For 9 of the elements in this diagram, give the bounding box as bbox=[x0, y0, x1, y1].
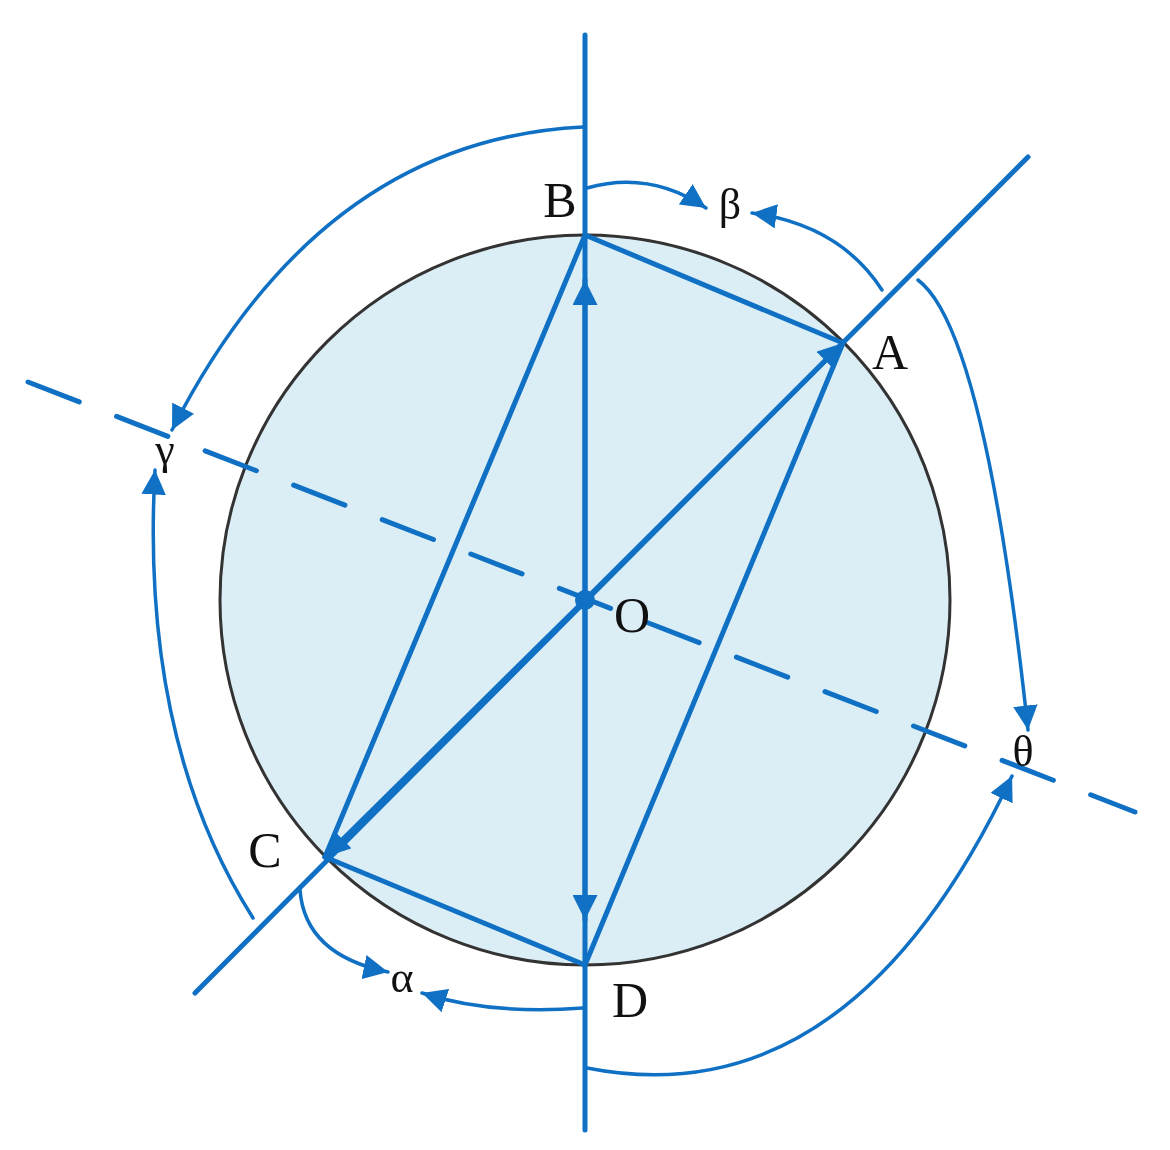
point-label: B bbox=[543, 175, 577, 225]
point-label: C bbox=[248, 825, 282, 875]
point-label: γ bbox=[155, 428, 175, 472]
point-label: β bbox=[718, 183, 742, 227]
point-label: θ bbox=[1012, 730, 1034, 774]
point-label: O bbox=[613, 590, 651, 640]
point-label: α bbox=[390, 956, 414, 1000]
point-label: A bbox=[871, 327, 909, 377]
point-label: D bbox=[611, 975, 649, 1025]
